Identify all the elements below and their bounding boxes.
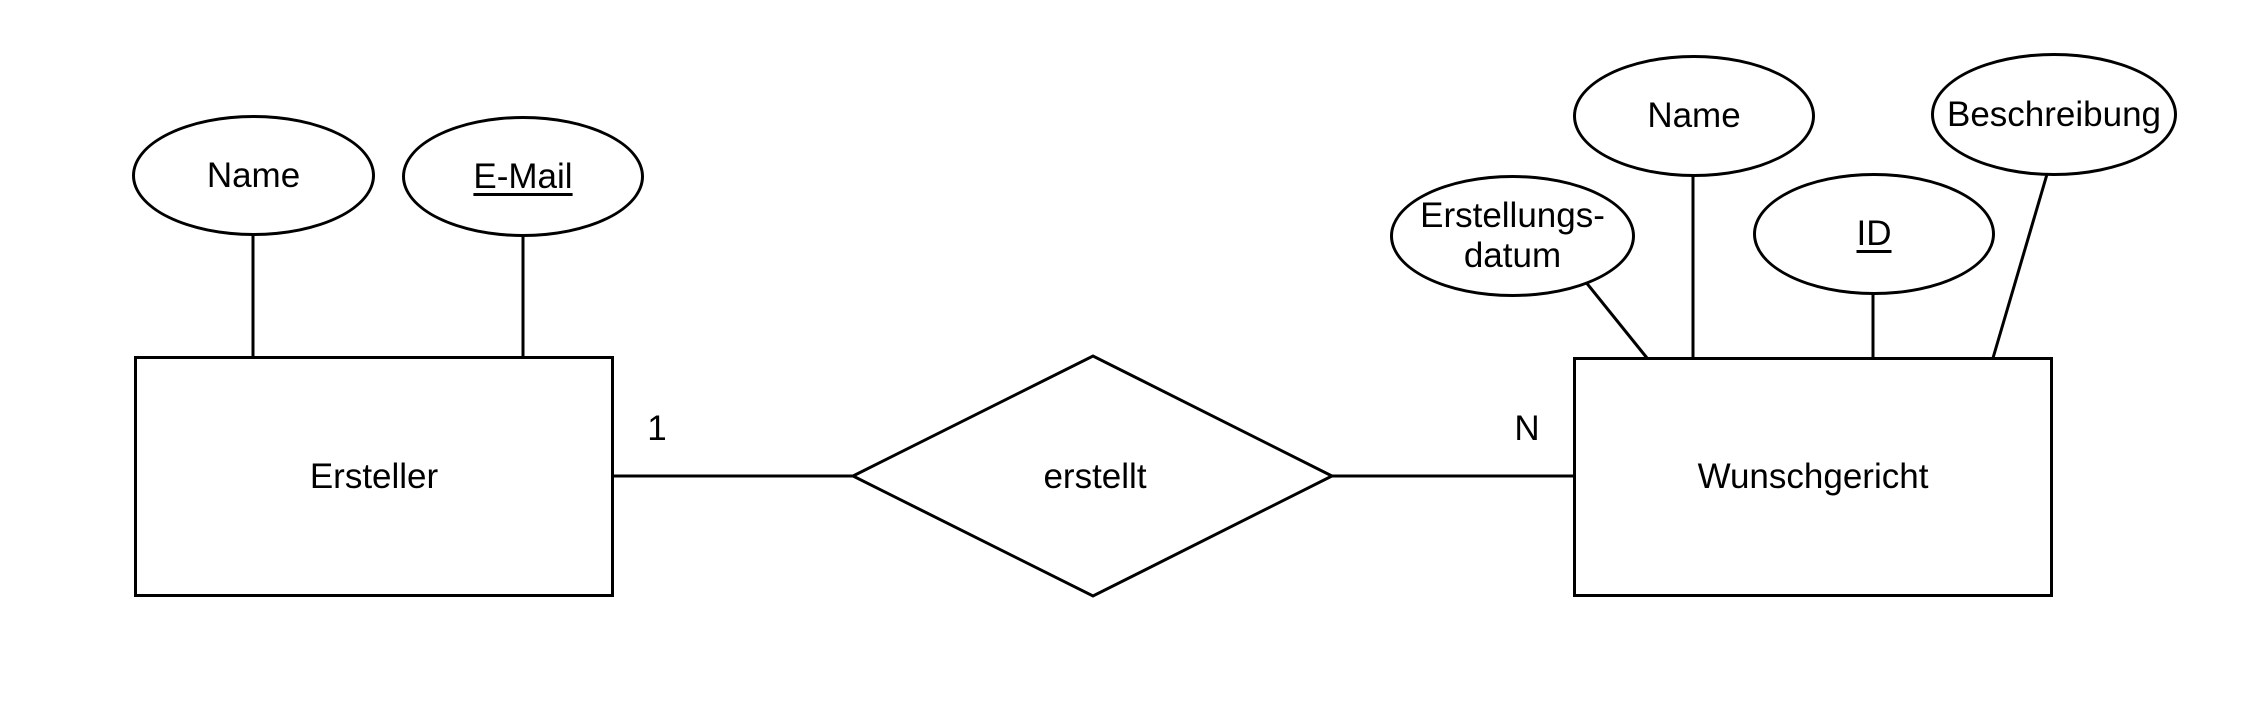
relationship-label: erstellt [1043,457,1147,496]
attribute-label: Beschreibung [1946,94,2162,134]
attribute-ellipse-wunschgericht-beschreibung: Beschreibung [1931,53,2177,176]
entity-label: Ersteller [309,456,439,496]
entity-wunschgericht: Wunschgericht [1573,357,2053,597]
entity-ersteller: Ersteller [134,356,614,597]
relationship-diamond [849,354,1336,598]
attribute-ellipse-wunschgericht-id: ID [1753,173,1995,295]
cardinality-right: N [1514,409,1540,448]
attribute-ellipse-wunschgericht-name: Name [1573,55,1815,177]
attribute-label: Name [206,155,301,195]
attribute-label: Name [1647,96,1741,135]
attribute-ellipse-wunschgericht-erstellungsdatum: Erstellungs- datum [1390,175,1635,297]
attribute-ellipse-ersteller-email: E-Mail [402,116,644,237]
cardinality-left: 1 [647,409,667,448]
attribute-label-key: ID [1856,214,1892,253]
attribute-label: Erstellungs- datum [1420,196,1605,275]
entity-label: Wunschgericht [1697,457,1929,496]
attribute-ellipse-ersteller-name: Name [132,115,375,236]
attribute-label-key: E-Mail [473,156,573,196]
